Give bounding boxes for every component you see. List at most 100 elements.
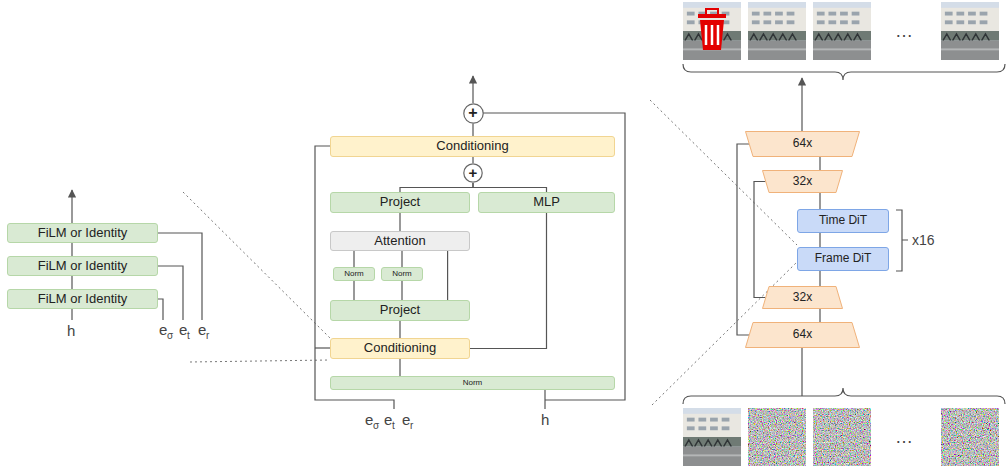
connector — [737, 144, 749, 335]
downsample-block: 64x — [745, 322, 860, 348]
connector — [819, 271, 820, 286]
embedding-symbol: e — [179, 322, 187, 337]
repeat-count: x16 — [912, 233, 935, 247]
circle-outline — [463, 103, 482, 122]
connector — [399, 213, 400, 231]
output-arrow — [71, 190, 72, 223]
mlp-box: MLP — [478, 192, 615, 213]
film-box: FiLM or Identity — [7, 289, 158, 309]
connector — [819, 157, 820, 170]
context-frame — [683, 408, 741, 466]
node-label: Project — [380, 303, 420, 318]
node-label: Attention — [374, 234, 425, 249]
connector — [470, 213, 547, 349]
node-label: 32x — [793, 175, 812, 189]
block-wires — [315, 76, 625, 409]
noise-frame — [748, 408, 806, 466]
connector — [401, 251, 402, 267]
node-label: FiLM or Identity — [38, 226, 128, 241]
input-wire — [801, 348, 802, 396]
connector — [400, 183, 473, 192]
conditioning-wire — [315, 347, 330, 348]
trapezoid-outline — [763, 287, 843, 309]
subscript: t — [392, 421, 395, 431]
subscript: t — [187, 331, 190, 341]
node-label: Project — [380, 195, 420, 210]
connector — [353, 281, 354, 300]
input-brace — [683, 388, 1005, 404]
discard-icon — [706, 25, 718, 45]
conditioning-box: Conditioning — [330, 136, 615, 157]
connector — [473, 183, 547, 192]
node-label: Conditioning — [436, 139, 508, 154]
node-label: FiLM or Identity — [38, 292, 128, 307]
unet-wires — [683, 64, 1005, 404]
attention-box: Attention — [330, 231, 470, 251]
embedding-symbol: e — [159, 322, 167, 337]
embedding-wire — [158, 266, 183, 320]
node-label: Conditioning — [364, 341, 436, 356]
node-label: Norm — [392, 269, 412, 278]
node-label: MLP — [533, 195, 560, 210]
connector — [754, 182, 766, 298]
connector — [399, 321, 400, 338]
connector — [819, 193, 820, 209]
input-symbol: h — [541, 412, 549, 427]
output-arrow — [472, 76, 473, 103]
conditioning-box: Conditioning — [330, 338, 470, 359]
film-box: FiLM or Identity — [7, 256, 158, 276]
embedding-symbol: e — [384, 412, 392, 427]
zoom-line — [190, 360, 330, 362]
subscript: σ — [373, 421, 379, 431]
connector — [472, 157, 473, 163]
subscript: r — [410, 421, 413, 431]
node-label: Norm — [463, 378, 483, 387]
discard-icon — [698, 9, 726, 50]
generated-frame — [941, 2, 999, 60]
sum-node: + — [463, 163, 483, 183]
connector — [71, 276, 72, 289]
node-label: 32x — [793, 291, 812, 305]
connector — [447, 251, 448, 300]
subscript: r — [206, 331, 209, 341]
embedding-wire — [158, 233, 202, 320]
generated-frame — [748, 2, 806, 60]
node-label: 64x — [793, 328, 812, 342]
norm-box: Norm — [333, 267, 375, 281]
downsample-block: 32x — [762, 286, 843, 309]
film-box: FiLM or Identity — [7, 223, 158, 243]
noise-frame — [941, 408, 999, 466]
input-frames — [683, 408, 999, 466]
embedding-symbol: e — [198, 322, 206, 337]
node-label: + — [468, 104, 477, 122]
node-label: Frame DiT — [815, 252, 872, 266]
node-label: Norm — [344, 269, 364, 278]
output-arrow — [801, 78, 802, 131]
generated-frame — [813, 2, 871, 60]
discard-icon — [706, 9, 718, 15]
ellipsis: … — [895, 428, 913, 446]
input-wire — [71, 309, 72, 320]
project-box: Project — [330, 300, 470, 321]
node-label: Time DiT — [819, 214, 867, 228]
norm-box: Norm — [330, 376, 615, 390]
embedding-wire — [158, 299, 163, 320]
embedding-symbol: e — [365, 412, 373, 427]
noise-frame — [813, 408, 871, 466]
connector — [819, 309, 820, 322]
connector — [71, 243, 72, 256]
dit-block: Time DiT — [797, 209, 889, 233]
embedding-symbol: e — [402, 412, 410, 427]
connector — [353, 251, 354, 267]
project-box: Project — [330, 192, 470, 213]
ellipsis: … — [895, 22, 913, 40]
node-label: 64x — [793, 137, 812, 151]
dit-block: Frame DiT — [797, 247, 889, 271]
output-brace — [683, 64, 1005, 80]
repeat-bracket — [896, 210, 908, 271]
node-label: FiLM or Identity — [38, 259, 128, 274]
connector — [399, 359, 400, 376]
node-label: + — [469, 164, 478, 181]
trapezoid-outline — [746, 323, 860, 348]
